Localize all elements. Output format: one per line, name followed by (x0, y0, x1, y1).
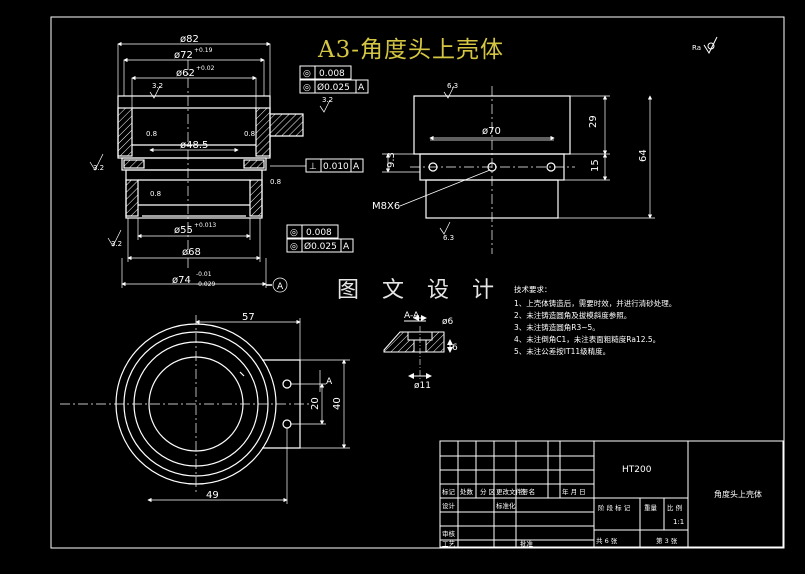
svg-text:+0.02: +0.02 (196, 65, 215, 72)
svg-text:阶 段 标 记: 阶 段 标 记 (598, 503, 631, 512)
svg-text:比 例: 比 例 (667, 503, 682, 512)
svg-text:3.2: 3.2 (152, 82, 163, 90)
title-block-text: HT200 角度头上壳体 1:1 共 6 张 第 3 张 标记 设计 审核 工艺… (442, 465, 762, 548)
svg-text:批准: 批准 (520, 539, 534, 548)
svg-text:ø68: ø68 (182, 247, 201, 258)
svg-text:-0.01: -0.01 (196, 271, 212, 278)
svg-text:◎: ◎ (290, 228, 298, 238)
technical-requirements: 技术要求： 1、上壳体铸造后，需要时效，并进行清砂处理。 2、未注铸造圆角及拔模… (514, 284, 676, 356)
svg-text:6: 6 (452, 343, 458, 353)
front-view-dimensions: ø82 ø72 +0.19 ø62 +0.02 ø48.5 ø55 +0.013… (89, 34, 333, 293)
svg-text:处数: 处数 (460, 487, 474, 496)
svg-text:ø82: ø82 (180, 34, 199, 45)
svg-text:0.010: 0.010 (323, 162, 349, 172)
svg-text:40: 40 (332, 397, 343, 410)
svg-text:3.2: 3.2 (322, 96, 333, 104)
drawing-title: A3-角度头上壳体 (318, 37, 505, 63)
svg-text:ø62: ø62 (176, 68, 195, 79)
svg-text:M8X6: M8X6 (372, 201, 400, 212)
svg-text:0.008: 0.008 (319, 69, 345, 79)
gdt-frame-5: ◎ Ø0.025 A (286, 238, 354, 253)
svg-text:6.3: 6.3 (443, 234, 454, 242)
svg-text:Ø0.025: Ø0.025 (304, 241, 337, 252)
svg-text:技术要求：: 技术要求： (514, 284, 552, 294)
svg-text:◎: ◎ (290, 242, 298, 252)
svg-text:ø48.5: ø48.5 (180, 140, 208, 151)
svg-text:0.8: 0.8 (150, 190, 161, 198)
svg-text:角度头上壳体: 角度头上壳体 (714, 489, 762, 499)
svg-text:1:1: 1:1 (673, 518, 684, 526)
svg-text:Ø0.025: Ø0.025 (317, 82, 350, 93)
svg-text:A: A (358, 83, 365, 93)
svg-text:第 3 张: 第 3 张 (656, 536, 678, 545)
svg-text:+0.19: +0.19 (194, 47, 213, 54)
svg-text:57: 57 (242, 312, 255, 323)
svg-text:0.8: 0.8 (270, 178, 281, 186)
svg-text:A: A (277, 282, 284, 292)
svg-text:15: 15 (590, 159, 601, 172)
svg-text:ø70: ø70 (482, 126, 501, 137)
svg-text:3、未注铸造圆角R3~5。: 3、未注铸造圆角R3~5。 (514, 322, 600, 332)
svg-text:工艺: 工艺 (442, 540, 456, 548)
gdt-frame-2: ◎ Ø0.025 A (299, 79, 369, 94)
svg-text:ø74: ø74 (172, 275, 191, 286)
section-aa: A-A ø6 ø11 6 (383, 311, 458, 391)
svg-text:ø11: ø11 (414, 381, 431, 391)
gdt-frame-3: ⊥ 0.010 A (270, 158, 364, 173)
svg-text:A-A: A-A (404, 311, 420, 321)
top-view-dimensions: 57 49 40 20 A (147, 312, 350, 504)
svg-text:◎: ◎ (303, 69, 311, 79)
svg-text:29: 29 (588, 115, 599, 128)
svg-text:共 6 张: 共 6 张 (596, 536, 618, 545)
svg-text:+0.013: +0.013 (194, 222, 216, 229)
svg-text:2、未注铸造圆角及拔模斜度参照。: 2、未注铸造圆角及拔模斜度参照。 (514, 310, 631, 320)
general-roughness-symbol: Ra (692, 36, 718, 55)
svg-text:A: A (343, 242, 350, 252)
svg-text:签 名: 签 名 (520, 487, 535, 496)
svg-text:3.2: 3.2 (93, 164, 104, 172)
svg-text:审核: 审核 (442, 529, 456, 538)
svg-text:Ra: Ra (692, 44, 701, 52)
svg-text:0.008: 0.008 (306, 228, 332, 238)
svg-text:6.3: 6.3 (447, 82, 458, 90)
svg-text:0.8: 0.8 (146, 130, 157, 138)
svg-text:分 区: 分 区 (480, 487, 496, 496)
svg-text:3.2: 3.2 (111, 240, 122, 248)
svg-text:9.3: 9.3 (386, 152, 397, 168)
svg-text:64: 64 (638, 149, 649, 162)
svg-text:-0.029: -0.029 (196, 281, 216, 288)
svg-text:20: 20 (310, 397, 321, 410)
svg-text:49: 49 (206, 490, 219, 501)
svg-text:ø72: ø72 (174, 50, 193, 61)
svg-text:重量: 重量 (644, 504, 658, 512)
svg-text:4、未注倒角C1，未注表面粗糙度Ra12.5。: 4、未注倒角C1，未注表面粗糙度Ra12.5。 (514, 334, 660, 344)
svg-text:标记: 标记 (442, 487, 456, 496)
svg-text:更改文件号: 更改文件号 (496, 487, 529, 496)
gdt-frame-4: ◎ 0.008 (286, 224, 339, 239)
svg-text:A: A (326, 377, 333, 387)
title-block (439, 440, 784, 548)
side-view (410, 86, 575, 254)
side-view-dimensions: ø70 29 64 15 9.3 M8X6 6.3 6.3 (372, 82, 655, 242)
watermark-text: 图 文 设 计 (337, 278, 502, 303)
top-view (60, 315, 310, 495)
svg-text:A: A (353, 162, 360, 172)
svg-text:设计: 设计 (442, 501, 456, 510)
drawing-frame (50, 16, 785, 549)
svg-text:0.8: 0.8 (244, 130, 255, 138)
svg-text:ø6: ø6 (442, 317, 454, 327)
svg-text:标准化: 标准化 (496, 501, 516, 510)
svg-text:HT200: HT200 (622, 465, 652, 475)
svg-text:ø55: ø55 (174, 225, 193, 236)
svg-text:5、未注公差按IT11级精度。: 5、未注公差按IT11级精度。 (514, 346, 610, 356)
gdt-frame-1: ◎ 0.008 (299, 65, 352, 80)
svg-text:⊥: ⊥ (309, 162, 317, 172)
svg-text:年 月 日: 年 月 日 (562, 487, 586, 496)
front-section-view (117, 60, 304, 268)
svg-text:1、上壳体铸造后，需要时效，并进行清砂处理。: 1、上壳体铸造后，需要时效，并进行清砂处理。 (514, 298, 676, 308)
svg-text:◎: ◎ (303, 83, 311, 93)
